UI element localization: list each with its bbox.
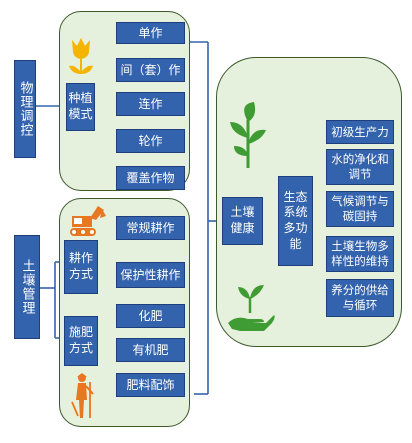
tillage-mode-label: 耕作方式 [68, 251, 93, 281]
planting-mode-label: 种植模式 [68, 91, 93, 121]
planting-item-intercropping: 间（套）作 [116, 58, 185, 82]
hand-seedling-icon [228, 285, 275, 331]
excavator-icon [70, 206, 106, 236]
physical-control-label: 物理调控 [14, 60, 36, 158]
soil-health-label: 土壤健康 [230, 205, 255, 235]
function-biodiversity: 土壤生物多样性的维持 [326, 236, 394, 272]
soil-management-text: 土壤管理 [19, 259, 35, 315]
fert-item-chemical: 化肥 [116, 304, 185, 328]
planting-mode-box: 种植模式 [66, 83, 95, 131]
physical-control-text: 物理调控 [17, 81, 33, 137]
tillage-item-conservation: 保护性耕作 [116, 262, 185, 288]
ecosystem-function-box: 生态系统多功能 [278, 176, 313, 266]
planting-item-monoculture: 单作 [116, 22, 185, 44]
planting-item-cover-crop: 覆盖作物 [116, 166, 185, 190]
planting-item-continuous: 连作 [116, 92, 185, 116]
tillage-mode-box: 耕作方式 [64, 240, 98, 294]
function-primary-productivity: 初级生产力 [326, 120, 394, 144]
function-climate-regulation: 气候调节与碳固持 [326, 191, 394, 227]
fertilization-mode-label: 施肥方式 [68, 325, 93, 355]
fertilization-mode-box: 施肥方式 [64, 316, 98, 366]
planting-item-rotation: 轮作 [116, 129, 185, 153]
fert-item-organic: 有机肥 [116, 338, 185, 362]
soil-health-box: 土壤健康 [222, 197, 263, 245]
ecosystem-function-label: 生态系统多功能 [283, 189, 308, 251]
tillage-item-conventional: 常规耕作 [116, 216, 185, 240]
tulip-icon [69, 38, 93, 74]
fert-item-blending: 肥料配饰 [116, 373, 185, 397]
plant-icon [230, 102, 266, 168]
soil-management-label: 土壤管理 [14, 235, 40, 339]
function-water-purification: 水的净化和调节 [326, 149, 394, 185]
farmer-icon [71, 373, 94, 418]
function-nutrient-cycling: 养分的供给与循环 [326, 279, 394, 317]
